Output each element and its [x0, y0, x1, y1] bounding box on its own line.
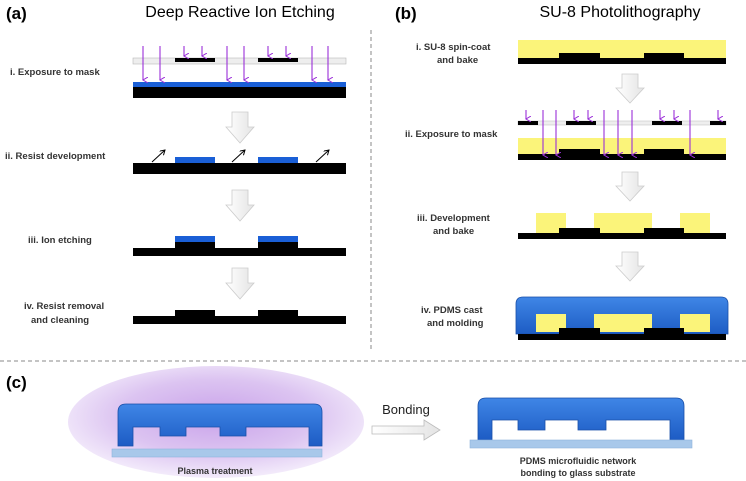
step-b-2-drawing	[517, 110, 727, 160]
process-arrow-b-3	[615, 251, 645, 282]
mask-opaque-4	[710, 121, 726, 125]
panel-b-title: SU-8 Photolithography	[540, 4, 701, 21]
step-b-4-drawing	[515, 296, 729, 340]
su8-feature-1	[536, 314, 566, 332]
photoresist-layer	[133, 82, 346, 87]
bonded-pdms-chip	[477, 397, 685, 441]
plasma-caption: Plasma treatment	[177, 466, 252, 476]
step-b-1-label-line1: i. SU-8 spin-coat	[416, 42, 491, 53]
step-b-1-label-line2: and bake	[437, 55, 478, 66]
silicon-master	[518, 228, 726, 239]
process-arrow-a-3	[225, 267, 255, 300]
etched-substrate	[133, 242, 346, 256]
silicon-substrate	[133, 163, 346, 174]
mask-opaque-2	[566, 121, 596, 125]
mask-frame	[517, 120, 727, 126]
step-a-4-label-line1: iv. Resist removal	[24, 301, 104, 312]
process-arrow-a-2	[225, 189, 255, 222]
step-b-3-label-line1: iii. Development	[417, 213, 491, 224]
step-a-4-drawing	[133, 310, 346, 324]
su8-feature-2	[594, 314, 652, 332]
step-a-2-label: ii. Resist development	[5, 151, 106, 162]
resist-block-1	[175, 236, 215, 242]
panel-b-label: (b)	[395, 4, 417, 23]
silicon-substrate	[133, 87, 346, 98]
mask-opaque-1	[518, 121, 538, 125]
step-b-2-label: ii. Exposure to mask	[405, 129, 498, 140]
panel-c-label: (c)	[6, 373, 27, 392]
silicon-master	[518, 53, 726, 64]
step-a-3-label: iii. Ion etching	[28, 235, 92, 246]
step-a-4-label-line2: and cleaning	[31, 315, 89, 326]
step-b-4-label-line1: iv. PDMS cast	[421, 305, 483, 316]
step-b-1-drawing	[518, 40, 726, 64]
panel-b: (b) SU-8 Photolithography i. SU-8 spin-c…	[395, 4, 729, 340]
su8-feature-3	[680, 314, 710, 332]
resist-block-1	[175, 157, 215, 163]
pdms-chip	[117, 403, 323, 447]
mask-opaque-1	[175, 58, 215, 62]
panel-a-label: (a)	[6, 4, 27, 23]
process-arrow-b-1	[615, 73, 645, 104]
su8-layer	[518, 138, 726, 154]
result-caption-line2: bonding to glass substrate	[520, 468, 635, 478]
glass-slide	[111, 448, 323, 458]
uv-light-arrows	[526, 110, 718, 155]
su8-feature-2	[594, 213, 652, 233]
step-b-3-label-line2: and bake	[433, 226, 474, 237]
step-a-1-drawing	[132, 46, 347, 98]
silicon-master-mold	[133, 310, 346, 324]
panel-a-title: Deep Reactive Ion Etching	[145, 4, 334, 21]
mask-opaque-2	[258, 58, 298, 62]
removal-arrows	[151, 150, 329, 163]
mask-frame	[132, 57, 347, 65]
bonding-label: Bonding	[382, 402, 430, 417]
mask-opaque-3	[652, 121, 682, 125]
result-caption-line1: PDMS microfluidic network	[520, 456, 638, 466]
silicon-master	[518, 328, 726, 340]
su8-layer	[518, 40, 726, 58]
process-arrow-a-1	[225, 111, 255, 144]
panel-a: (a) Deep Reactive Ion Etching i. Exposur…	[5, 4, 347, 326]
step-b-4-label-line2: and molding	[427, 318, 484, 329]
resist-block-2	[258, 236, 298, 242]
bonding-arrow	[371, 419, 441, 441]
su8-feature-1	[536, 213, 566, 233]
step-b-3-drawing	[518, 213, 726, 239]
uv-light-arrows	[143, 46, 328, 80]
bonded-glass-slide	[469, 439, 693, 449]
resist-block-2	[258, 157, 298, 163]
su8-feature-3	[680, 213, 710, 233]
panel-c: (c) Plasma treatment Bonding PDMS microf…	[6, 366, 693, 478]
step-a-1-label: i. Exposure to mask	[10, 67, 100, 78]
step-a-2-drawing	[133, 150, 346, 174]
process-arrow-b-2	[615, 171, 645, 202]
step-a-3-drawing	[133, 236, 346, 256]
